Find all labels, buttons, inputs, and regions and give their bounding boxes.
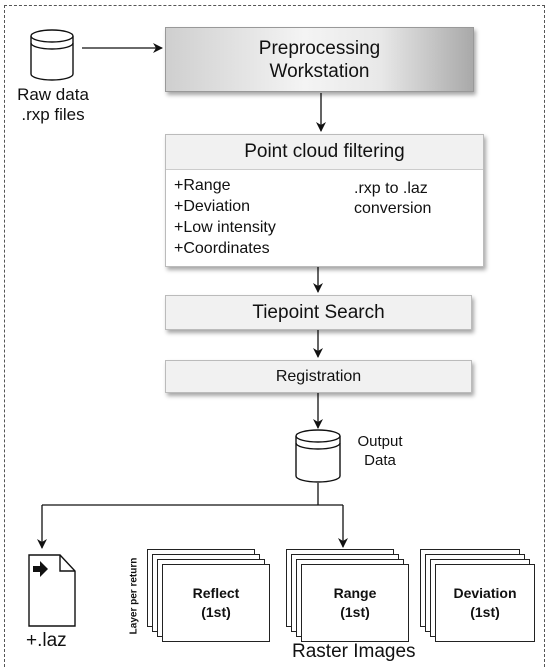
raster-name-reflect: Reflect	[192, 585, 240, 601]
output-data-label: Output Data	[348, 432, 412, 470]
filter-item-deviation: +Deviation	[174, 198, 251, 215]
arrow-right-icon	[33, 561, 48, 577]
output-data-line1: Output	[357, 433, 403, 450]
raster-stack-range: Range (1st)	[286, 549, 411, 645]
raster-stack-deviation: Deviation (1st)	[420, 549, 545, 645]
diagram-frame	[4, 5, 545, 667]
raster-name-deviation: Deviation	[453, 585, 517, 601]
raster-sheet-front-reflect: Reflect (1st)	[162, 564, 270, 642]
raster-stack-reflect: Reflect (1st)	[147, 549, 272, 645]
raster-sub-deviation: (1st)	[470, 604, 500, 620]
point-cloud-filtering-title: Point cloud filtering	[166, 135, 483, 170]
raster-name-range: Range	[333, 585, 377, 601]
tiepoint-search-box: Tiepoint Search	[165, 295, 472, 330]
laz-label: +.laz	[26, 630, 67, 651]
preprocessing-workstation-box: Preprocessing Workstation	[165, 27, 474, 92]
laz-file-icon	[28, 554, 76, 627]
conversion-line1: .rxp to .laz	[354, 180, 428, 197]
raw-data-database-icon	[30, 29, 74, 81]
raster-sub-reflect: (1st)	[201, 604, 231, 620]
filter-item-range: +Range	[174, 177, 231, 194]
filter-item-coordinates: +Coordinates	[174, 240, 270, 257]
preprocessing-line1: Preprocessing	[258, 37, 381, 59]
registration-box: Registration	[165, 360, 472, 393]
point-cloud-filtering-panel: Point cloud filtering +Range +Deviation …	[165, 134, 484, 267]
layer-per-return-label: Layer per return	[128, 557, 140, 635]
conversion-line2: conversion	[354, 200, 432, 217]
raster-sub-range: (1st)	[340, 604, 370, 620]
raster-images-caption: Raster Images	[292, 641, 416, 662]
output-data-line2: Data	[364, 452, 396, 469]
filter-list: +Range +Deviation +Low intensity +Coordi…	[174, 175, 276, 259]
raster-sheet-front-deviation: Deviation (1st)	[435, 564, 535, 642]
raw-data-label-line2: .rxp files	[21, 105, 85, 124]
raw-data-label: Raw data .rxp files	[14, 85, 92, 125]
conversion-note: .rxp to .laz conversion	[354, 179, 431, 219]
raster-sheet-front-range: Range (1st)	[301, 564, 409, 642]
raw-data-label-line1: Raw data	[17, 85, 89, 104]
preprocessing-line2: Workstation	[269, 60, 370, 82]
filter-item-low-intensity: +Low intensity	[174, 219, 276, 236]
output-data-database-icon	[295, 429, 341, 483]
